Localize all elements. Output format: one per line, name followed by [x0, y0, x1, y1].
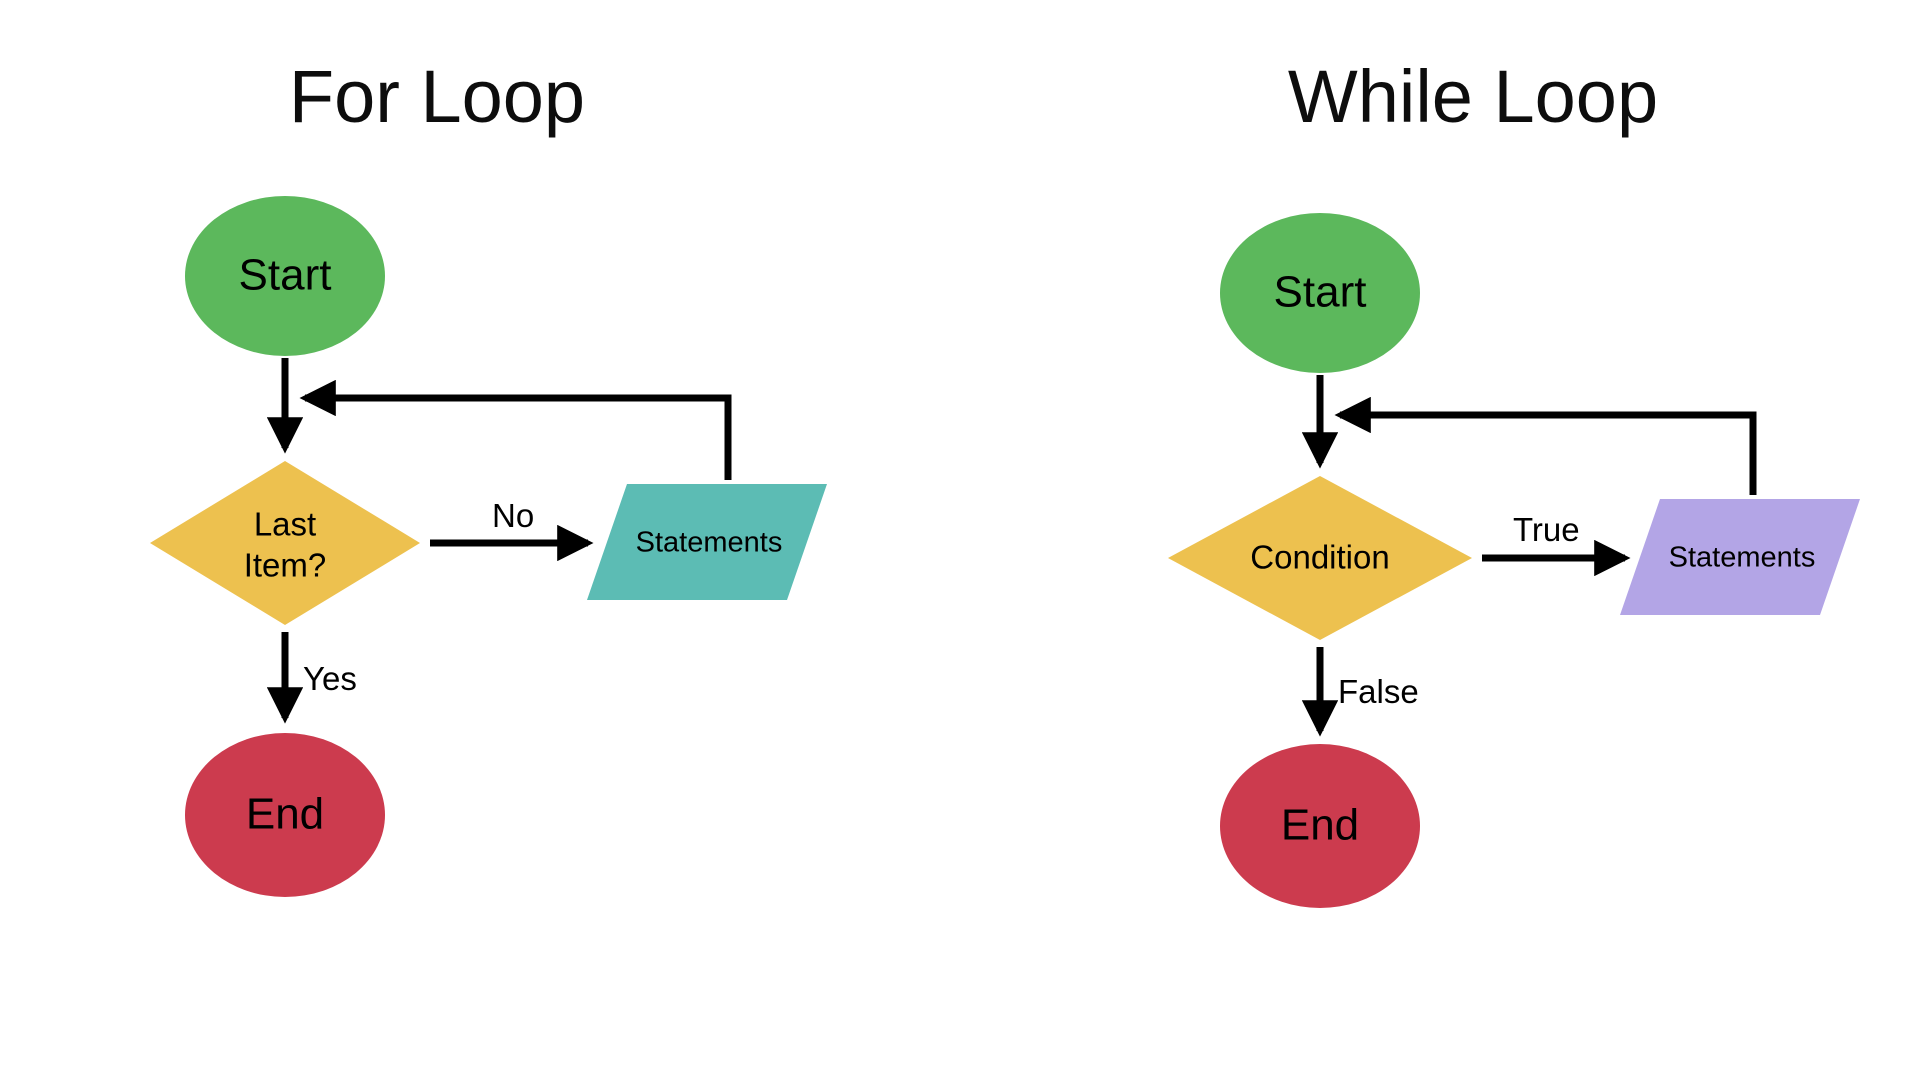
while-loop-edge-label-false: False — [1338, 673, 1419, 710]
while-loop-statements-label: Statements — [1669, 542, 1816, 574]
for-loop-edge-label-no: No — [492, 497, 534, 534]
for-loop-end-node[interactable]: End — [185, 733, 385, 897]
for-loop-edge-statements-to-decision — [299, 379, 732, 480]
while-loop-start-shape — [1220, 213, 1420, 373]
while-loop-decision-label-line1: Condition — [1250, 539, 1389, 576]
while-loop-title: While Loop — [1288, 55, 1658, 138]
for-loop-decision-shape — [150, 461, 420, 625]
while-loop-statements-node[interactable]: Statements — [1620, 499, 1860, 615]
for-loop-statements-node[interactable]: Statements — [587, 484, 827, 600]
for-loop-statements-label: Statements — [636, 527, 783, 559]
while-loop-edge-label-true: True — [1513, 511, 1580, 548]
for-loop-start-node[interactable]: Start — [185, 196, 385, 356]
while-loop-statements-shape — [1620, 499, 1860, 615]
for-loop-statements-shape — [587, 484, 827, 600]
for-loop-start-shape — [185, 196, 385, 356]
while-loop-edge-statements-to-decision — [1334, 396, 1757, 495]
for-loop-decision-label-line1: Last — [254, 506, 316, 543]
for-loop-start-label: Start — [239, 251, 332, 300]
for-loop-decision-label-line2: Item? — [244, 547, 327, 584]
for-loop-end-label: End — [246, 790, 324, 839]
diagram-for-loop: For Loop Start Last Item? No St — [150, 55, 827, 897]
while-loop-start-node[interactable]: Start — [1220, 213, 1420, 373]
while-loop-decision-shape — [1168, 476, 1472, 640]
for-loop-title: For Loop — [289, 55, 585, 138]
for-loop-end-shape — [185, 733, 385, 897]
while-loop-end-label: End — [1281, 801, 1359, 850]
while-loop-decision-node[interactable]: Condition — [1168, 476, 1472, 640]
for-loop-decision-node[interactable]: Last Item? — [150, 461, 420, 625]
for-loop-edge-label-yes: Yes — [303, 660, 357, 697]
while-loop-end-node[interactable]: End — [1220, 744, 1420, 908]
diagram-while-loop: While Loop Start Condition True Stateme — [1168, 55, 1860, 908]
while-loop-start-label: Start — [1274, 268, 1367, 317]
while-loop-end-shape — [1220, 744, 1420, 908]
